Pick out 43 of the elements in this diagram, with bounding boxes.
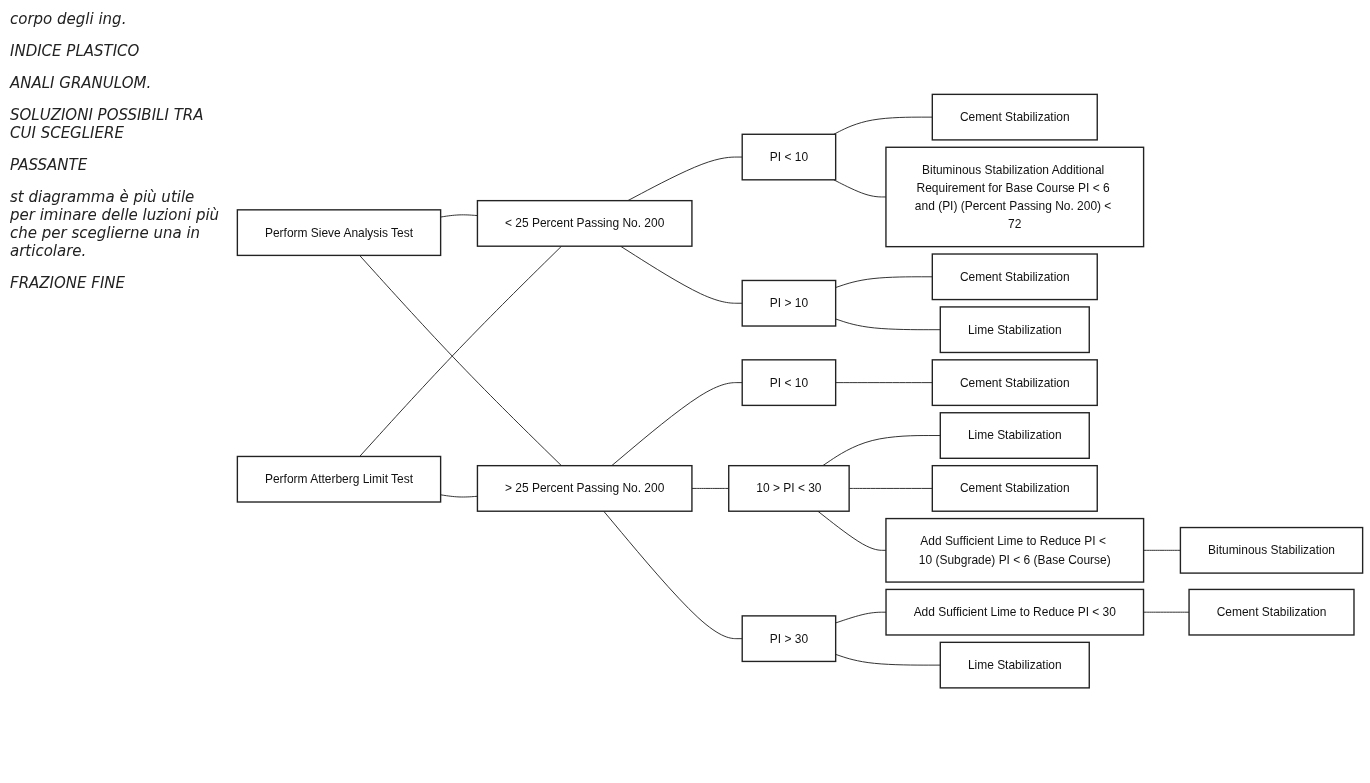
connector (1143, 550, 1181, 552)
node-box: > 25 Percent Passing No. 200 (476, 465, 693, 513)
node-box: Cement Stabilization (931, 94, 1098, 141)
node-box: Lime Stabilization (939, 306, 1090, 354)
node-box: 10 > PI < 30 (728, 465, 850, 513)
node-box: Lime Stabilization (939, 412, 1090, 460)
handwritten-note: SOLUZIONI POSSIBILI TRA CUI SCEGLIERE (10, 106, 205, 142)
node-box: Lime Stabilization (939, 642, 1090, 689)
node-box: Perform Sieve Analysis Test (236, 209, 442, 257)
connector (835, 654, 941, 666)
connector (440, 214, 478, 218)
connector (835, 612, 887, 624)
handwritten-note: PASSANTE (10, 156, 89, 174)
connector (611, 382, 743, 467)
node-box: Cement Stabilization (931, 465, 1098, 513)
handwritten-note: ANALI GRANULOM. (10, 74, 153, 92)
node-box: Bituminous Stabilization Additional Requirement for Base Course PI < 6 and (PI) (Percent Passing No. 200) < 72 (885, 146, 1145, 248)
node-box: Cement Stabilization (931, 359, 1098, 407)
node-box: PI > 10 (741, 280, 837, 328)
handwritten-note: INDICE PLASTICO (10, 42, 141, 60)
node-box: Add Sufficient Lime to Reduce PI < 10 (Subgrade) PI < 6 (Base Course) (885, 518, 1145, 584)
connector (620, 246, 743, 305)
connector (603, 511, 743, 640)
connector (835, 382, 933, 384)
node-box: PI < 10 (741, 133, 837, 181)
handwritten-note: corpo degli ing. (10, 10, 128, 28)
node-box: Perform Atterberg Limit Test (236, 456, 442, 504)
node-box: PI < 10 (741, 359, 837, 407)
connector (835, 276, 933, 289)
handwritten-note: FRAZIONE FINE (10, 274, 127, 292)
connector (833, 117, 933, 136)
node-box: < 25 Percent Passing No. 200 (476, 200, 693, 248)
connector (835, 318, 941, 331)
connector (440, 494, 478, 498)
node-box: Cement Stabilization (1188, 589, 1355, 637)
node-box: PI > 30 (741, 615, 837, 663)
handwritten-note: st diagramma è più utile per iminare delle luzioni più che per sceglierne una in articolare. (10, 188, 220, 260)
connector (627, 156, 743, 202)
node-box: Cement Stabilization (931, 253, 1098, 301)
node-box: Add Sufficient Lime to Reduce PI < 30 (885, 589, 1145, 637)
node-box: Bituminous Stabilization (1179, 527, 1364, 575)
connector (1143, 612, 1190, 614)
connector (822, 435, 941, 467)
